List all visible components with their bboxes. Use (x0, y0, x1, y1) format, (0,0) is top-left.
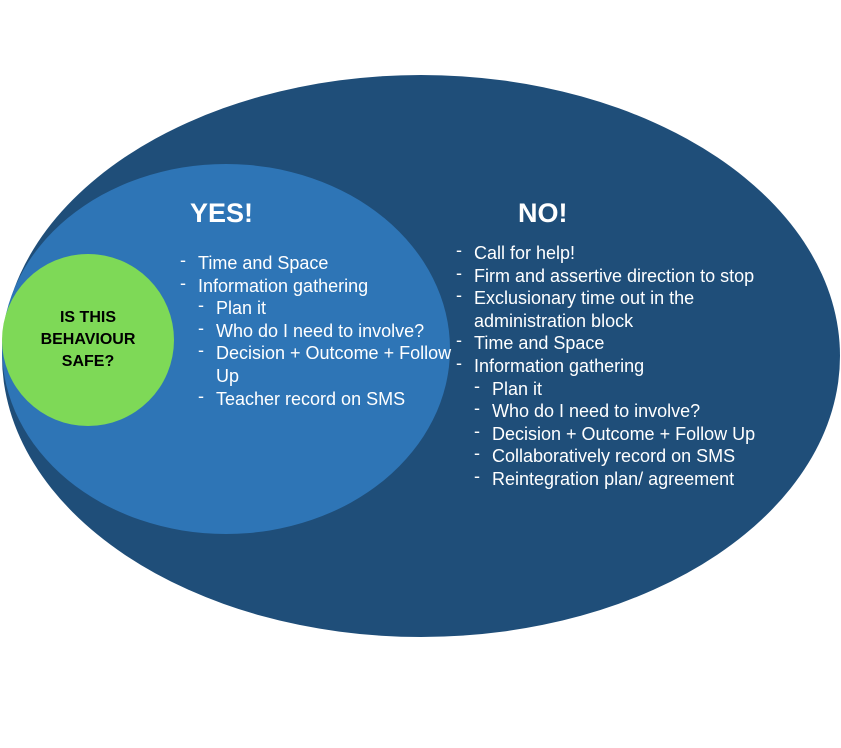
list-item-text: Decision + Outcome + Follow Up (216, 343, 452, 386)
no-list-item: -Who do I need to involve? (456, 398, 756, 423)
dash-bullet-icon: - (180, 250, 186, 270)
dash-bullet-icon: - (474, 443, 480, 464)
yes-list-item: -Plan it (180, 295, 460, 320)
dash-bullet-icon: - (456, 330, 462, 351)
question-label: IS THIS BEHAVIOUR SAFE? (40, 309, 136, 370)
question-label-wrap: IS THIS BEHAVIOUR SAFE? (2, 254, 174, 426)
list-item-text: Reintegration plan/ agreement (492, 468, 735, 489)
no-list-item: -Firm and assertive direction to stop (456, 262, 756, 288)
list-item-text: Who do I need to involve? (492, 401, 701, 422)
list-item-text: Plan it (216, 298, 267, 319)
list-item-text: Decision + Outcome + Follow Up (492, 423, 756, 444)
no-heading: NO! (518, 198, 568, 228)
question-circle (2, 254, 174, 426)
no-list-item: -Decision + Outcome + Follow Up (456, 420, 756, 446)
dash-bullet-icon: - (474, 398, 480, 419)
list-item-text: Call for help! (474, 243, 576, 263)
list-item-text: Information gathering (474, 355, 645, 376)
dash-bullet-icon: - (456, 352, 462, 373)
list-item-text: Time and Space (198, 253, 329, 273)
yes-action-list: -Time and Space-Information gathering-Pl… (180, 250, 460, 411)
list-item-text: Collaboratively record on SMS (492, 446, 736, 467)
dash-bullet-icon: - (198, 295, 204, 316)
yes-list-item: -Time and Space (180, 250, 460, 275)
dash-bullet-icon: - (456, 240, 462, 260)
no-list-item: -Plan it (456, 375, 756, 401)
no-list-item: -Time and Space (456, 330, 756, 355)
list-item-text: Firm and assertive direction to stop (474, 265, 755, 286)
no-list-item: -Reintegration plan/ agreement (456, 465, 756, 491)
list-item-text: Time and Space (474, 333, 605, 354)
dash-bullet-icon: - (474, 465, 480, 486)
dash-bullet-icon: - (474, 420, 480, 441)
no-list-item: -Exclusionary time out in the administra… (456, 285, 756, 332)
yes-list-item: -Decision + Outcome + Follow Up (180, 340, 460, 387)
no-list-item: -Information gathering (456, 352, 756, 378)
dash-bullet-icon: - (456, 285, 462, 306)
dash-bullet-icon: - (180, 272, 186, 293)
yes-heading: YES! (190, 198, 254, 228)
yes-list-item: -Who do I need to involve? (180, 317, 460, 343)
yes-list-item: -Teacher record on SMS (180, 385, 460, 411)
no-list-item: -Collaboratively record on SMS (456, 443, 756, 468)
dash-bullet-icon: - (198, 385, 204, 406)
no-list-item: -Call for help! (456, 240, 756, 265)
no-action-list: -Call for help!-Firm and assertive direc… (456, 240, 756, 491)
list-item-text: Who do I need to involve? (216, 320, 425, 341)
dash-bullet-icon: - (474, 375, 480, 396)
dash-bullet-icon: - (198, 340, 204, 361)
dash-bullet-icon: - (198, 317, 204, 338)
list-item-text: Plan it (492, 378, 543, 399)
list-item-text: Information gathering (198, 275, 369, 296)
yes-list-item: -Information gathering (180, 272, 460, 298)
list-item-text: Teacher record on SMS (216, 388, 406, 409)
dash-bullet-icon: - (456, 262, 462, 283)
list-item-text: Exclusionary time out in the administrat… (474, 288, 695, 331)
